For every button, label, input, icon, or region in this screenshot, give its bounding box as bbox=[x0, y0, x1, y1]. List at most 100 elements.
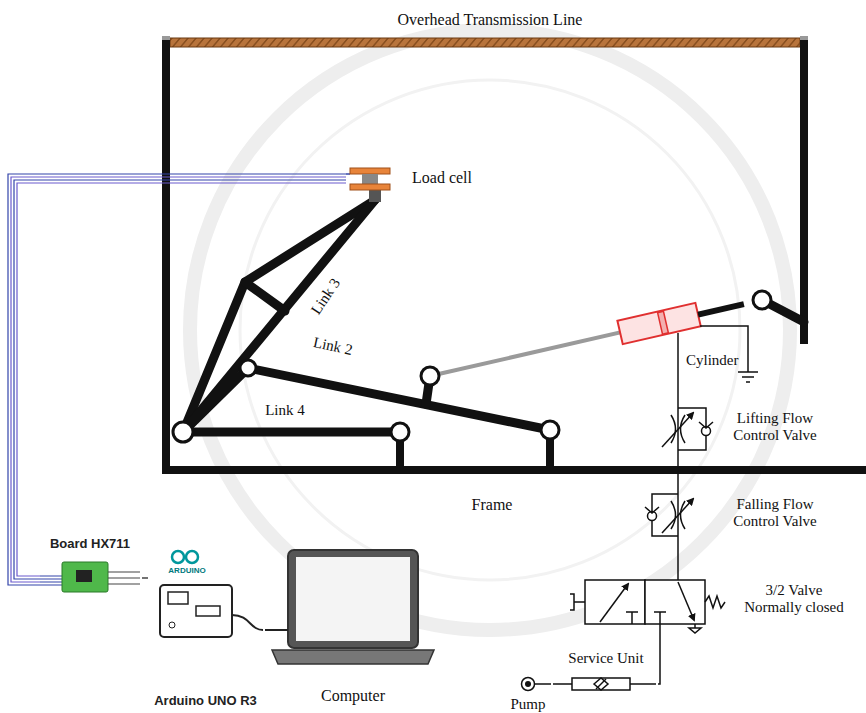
wire bbox=[265, 629, 268, 631]
wire bbox=[142, 577, 148, 579]
directional-valve: 3/2 Valve Normally closed bbox=[560, 572, 864, 632]
node-label: Service Unit bbox=[556, 650, 656, 667]
connector bbox=[678, 544, 679, 572]
falling-valve-symbol-part bbox=[662, 499, 693, 533]
load-cell-symbol-part bbox=[350, 168, 390, 174]
link-label: Link 4 bbox=[265, 402, 305, 419]
overhead-line bbox=[162, 36, 808, 49]
wire bbox=[17, 183, 346, 576]
wire bbox=[677, 382, 679, 398]
arduino-board bbox=[160, 551, 263, 637]
pivots-part bbox=[753, 291, 771, 309]
service-unit-symbol bbox=[572, 678, 630, 690]
laptop-part bbox=[296, 557, 410, 641]
computer: Computer bbox=[268, 545, 440, 711]
hx711-board-part bbox=[40, 576, 62, 585]
service-unit: Service Unit bbox=[556, 648, 658, 698]
frame bbox=[166, 44, 866, 470]
pivots bbox=[173, 291, 771, 442]
arduino-board-part bbox=[160, 585, 232, 637]
directional-valve-symbol-part bbox=[585, 580, 645, 624]
node-label: Load cell bbox=[412, 169, 494, 187]
service-unit-symbol-part bbox=[596, 679, 606, 689]
frame-label: Frame bbox=[472, 496, 513, 514]
load-cell-symbol-part bbox=[346, 173, 350, 175]
falling-valve-symbol bbox=[645, 494, 693, 536]
frame-part bbox=[800, 44, 808, 340]
laptop-part bbox=[272, 650, 434, 664]
cylinder-part bbox=[658, 311, 669, 334]
pivots-part bbox=[391, 423, 409, 441]
links-part bbox=[183, 368, 248, 432]
pivots-part bbox=[240, 360, 256, 376]
links-part bbox=[183, 428, 400, 437]
wire bbox=[8, 174, 346, 585]
pump-symbol-part bbox=[534, 683, 551, 685]
load-cell-mount-part bbox=[369, 190, 381, 202]
node-label: ARDUINO bbox=[162, 566, 212, 575]
connector bbox=[142, 578, 148, 579]
connector bbox=[678, 460, 679, 486]
connector bbox=[553, 684, 556, 685]
hydraulic-lines-part bbox=[677, 333, 679, 382]
watermark-part bbox=[190, 30, 790, 630]
directional-valve-symbol-part bbox=[600, 584, 628, 622]
directional-valve-symbol-part bbox=[570, 594, 585, 610]
directional-valve-symbol-part bbox=[705, 596, 725, 608]
flow-control-valve: Falling Flow Control Valve bbox=[646, 486, 864, 544]
wire bbox=[677, 460, 679, 486]
connector bbox=[265, 630, 268, 631]
arduino-board-part bbox=[232, 615, 263, 630]
lifting-valve-symbol bbox=[662, 408, 713, 450]
service-unit-symbol-part bbox=[594, 678, 608, 690]
load-cell-mount bbox=[369, 190, 381, 202]
pivots-part bbox=[173, 422, 193, 442]
load-cell-symbol-part bbox=[362, 174, 378, 184]
node-label: 3/2 Valve Normally closed bbox=[738, 582, 850, 617]
load-cell-symbol bbox=[346, 168, 390, 190]
directional-valve-symbol-part bbox=[645, 580, 705, 624]
node-label: Falling Flow Control Valve bbox=[720, 496, 830, 531]
directional-valve-symbol-part bbox=[678, 582, 694, 620]
links-part bbox=[248, 368, 550, 430]
link-label: Link 2 bbox=[312, 334, 354, 359]
node-label: Computer bbox=[268, 687, 438, 705]
node-label: Lifting Flow Control Valve bbox=[720, 410, 830, 445]
directional-valve-symbol-part bbox=[689, 628, 701, 633]
arduino-board-part bbox=[172, 551, 184, 563]
directional-valve-symbol-part bbox=[626, 612, 638, 624]
watermark bbox=[190, 30, 790, 630]
flow-control-valve: Lifting Flow Control Valve bbox=[648, 398, 864, 460]
pivots-part bbox=[541, 421, 559, 439]
laptop bbox=[268, 550, 434, 664]
wire bbox=[677, 544, 679, 572]
load-cell: Load cell bbox=[346, 164, 496, 196]
links-part bbox=[183, 200, 375, 432]
directional-valve-symbol-part bbox=[654, 612, 666, 624]
links-part bbox=[183, 200, 375, 432]
wire bbox=[14, 180, 346, 579]
hydraulic-lines-part bbox=[659, 624, 661, 632]
cylinder bbox=[437, 292, 746, 385]
line-label: Overhead Transmission Line bbox=[398, 11, 583, 29]
cylinder-part bbox=[698, 304, 744, 314]
pump-symbol bbox=[522, 678, 552, 691]
cylinder-part bbox=[617, 303, 700, 344]
connector bbox=[678, 382, 679, 398]
arduino-board-part bbox=[169, 622, 175, 628]
connector bbox=[8, 174, 346, 585]
pivots-part bbox=[421, 367, 439, 385]
lifting-valve-symbol-part bbox=[699, 422, 713, 428]
hx711-board-part bbox=[108, 572, 140, 584]
frame-part bbox=[166, 44, 866, 470]
node-label: Board HX711 bbox=[40, 537, 140, 552]
arduino-board-part bbox=[168, 592, 188, 604]
overhead-line-part bbox=[170, 38, 800, 47]
node-label: Arduino UNO R3 bbox=[148, 694, 263, 709]
cylinder: Cylinder bbox=[612, 300, 742, 382]
node-label: Cylinder bbox=[686, 352, 740, 369]
hydraulic-lines-part bbox=[677, 572, 679, 580]
pump-symbol-part bbox=[522, 678, 535, 691]
links bbox=[183, 200, 804, 432]
